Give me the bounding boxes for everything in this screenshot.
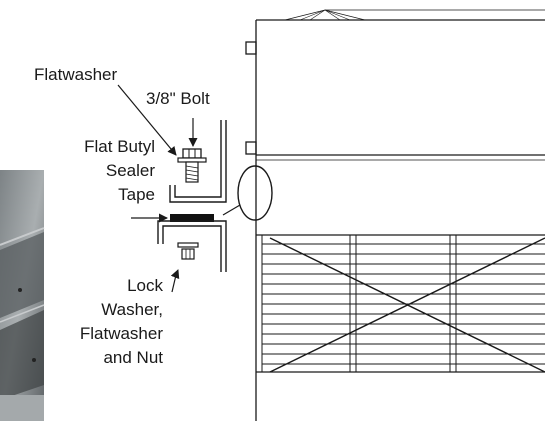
detail-callout — [222, 165, 273, 221]
bolt — [177, 148, 207, 183]
louver-panel — [261, 235, 545, 373]
butyl-label-line1: Flat Butyl — [84, 137, 155, 156]
flatwasher-label: Flatwasher — [34, 65, 117, 84]
lock-washer-nut — [177, 242, 199, 260]
bolt-label: 3/8" Bolt — [146, 89, 210, 108]
labels: Flatwasher 3/8" Bolt Flat Butyl Sealer T… — [34, 65, 210, 367]
lock-label-line2: Washer, — [101, 300, 163, 319]
photo-inset — [0, 170, 45, 421]
upper-bracket — [169, 120, 227, 203]
lock-washer-leader — [170, 269, 180, 293]
leader-lines — [117, 84, 198, 293]
lower-bracket — [157, 220, 227, 272]
butyl-label-line3: Tape — [118, 185, 155, 204]
lock-label-line4: and Nut — [103, 348, 163, 367]
butyl-tape-strip — [170, 214, 214, 222]
flatwasher-leader — [117, 84, 177, 156]
louver-cross-brace — [269, 237, 545, 373]
lock-label-line3: Flatwasher — [80, 324, 163, 343]
tower-outline — [245, 9, 545, 421]
louver-horizontals — [262, 243, 545, 365]
butyl-label-line2: Sealer — [106, 161, 155, 180]
lock-label-line1: Lock — [127, 276, 163, 295]
louver-verticals — [261, 235, 457, 372]
